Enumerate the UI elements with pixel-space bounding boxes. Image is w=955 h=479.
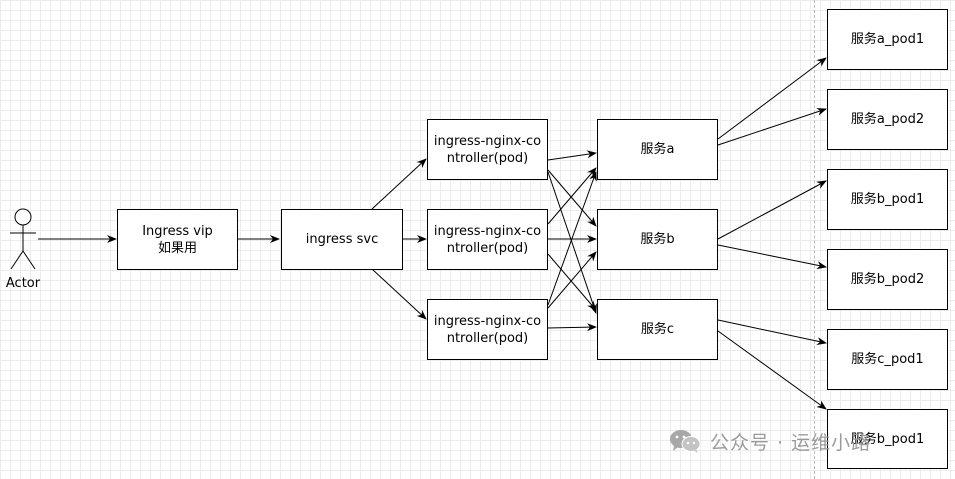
node-pod-b2[interactable]: 服务b_pod2 bbox=[827, 249, 948, 310]
edge-c-pod2 bbox=[717, 330, 827, 410]
edge-c-pod1 bbox=[717, 319, 827, 346]
watermark-text: 公众号 · 运维小路 bbox=[710, 431, 872, 454]
node-pod-b2-label: 服务b_pod2 bbox=[850, 272, 925, 287]
edge-b-pod1 bbox=[717, 180, 827, 240]
node-ingress-svc-label: ingress svc bbox=[305, 232, 379, 247]
node-ingress-vip-label: Ingress vip 如果用 bbox=[142, 223, 213, 256]
watermark: 公众号 · 运维小路 bbox=[668, 426, 871, 456]
node-service-c[interactable]: 服务c bbox=[597, 299, 718, 360]
node-pod-b1-duplicate-label: 服务b_pod1 bbox=[850, 431, 925, 447]
edge-ctrl3-c bbox=[547, 323, 597, 332]
wechat-icon bbox=[670, 430, 701, 453]
node-controller-2-label: ingress-nginx-co ntroller(pod) bbox=[433, 223, 542, 256]
node-pod-b1[interactable]: 服务b_pod1 bbox=[827, 169, 948, 230]
edge-svc-ctrl1 bbox=[371, 158, 427, 210]
node-pod-a2-label: 服务a_pod2 bbox=[850, 112, 925, 127]
node-pod-c1-label: 服务c_pod1 bbox=[851, 352, 924, 367]
edge-ctrl1-a bbox=[547, 150, 597, 161]
node-controller-2[interactable]: ingress-nginx-co ntroller(pod) bbox=[427, 209, 548, 270]
edge-ctrl3-a bbox=[547, 171, 597, 306]
edge-a-pod1 bbox=[717, 57, 827, 140]
node-pod-a1[interactable]: 服务a_pod1 bbox=[827, 9, 948, 70]
node-pod-a2[interactable]: 服务a_pod2 bbox=[827, 89, 948, 150]
edge-a-pod2 bbox=[717, 108, 827, 146]
node-pod-a1-label: 服务a_pod1 bbox=[850, 32, 925, 47]
node-controller-1-label: ingress-nginx-co ntroller(pod) bbox=[433, 133, 542, 166]
actor-label: Actor bbox=[5, 276, 41, 291]
node-pod-b1-duplicate[interactable]: 服务b_pod1 bbox=[827, 409, 948, 469]
node-service-c-label: 服务c bbox=[640, 322, 675, 337]
node-service-b[interactable]: 服务b bbox=[597, 209, 718, 270]
edge-ctrl2-c bbox=[547, 253, 597, 311]
edge-ctrl3-b bbox=[547, 251, 597, 309]
node-pod-b1-label: 服务b_pod1 bbox=[850, 192, 925, 207]
node-ingress-svc[interactable]: ingress svc bbox=[281, 209, 403, 270]
edge-ctrl2-a bbox=[547, 167, 597, 225]
node-controller-3-label: ingress-nginx-co ntroller(pod) bbox=[433, 313, 542, 346]
edge-b-pod2 bbox=[717, 244, 827, 270]
node-controller-1[interactable]: ingress-nginx-co ntroller(pod) bbox=[427, 119, 548, 180]
node-pod-c1[interactable]: 服务c_pod1 bbox=[827, 329, 948, 390]
node-ingress-vip[interactable]: Ingress vip 如果用 bbox=[117, 209, 238, 270]
actor-icon bbox=[10, 208, 36, 270]
edge-ctrl1-b bbox=[547, 169, 597, 227]
edge-ctrl1-c bbox=[547, 171, 597, 314]
dashed-guide-line bbox=[814, 0, 815, 479]
node-service-a[interactable]: 服务a bbox=[597, 119, 718, 180]
node-service-b-label: 服务b bbox=[640, 232, 675, 247]
edge-svc-ctrl3 bbox=[371, 268, 427, 320]
node-service-a-label: 服务a bbox=[640, 142, 675, 157]
node-controller-3[interactable]: ingress-nginx-co ntroller(pod) bbox=[427, 299, 548, 360]
